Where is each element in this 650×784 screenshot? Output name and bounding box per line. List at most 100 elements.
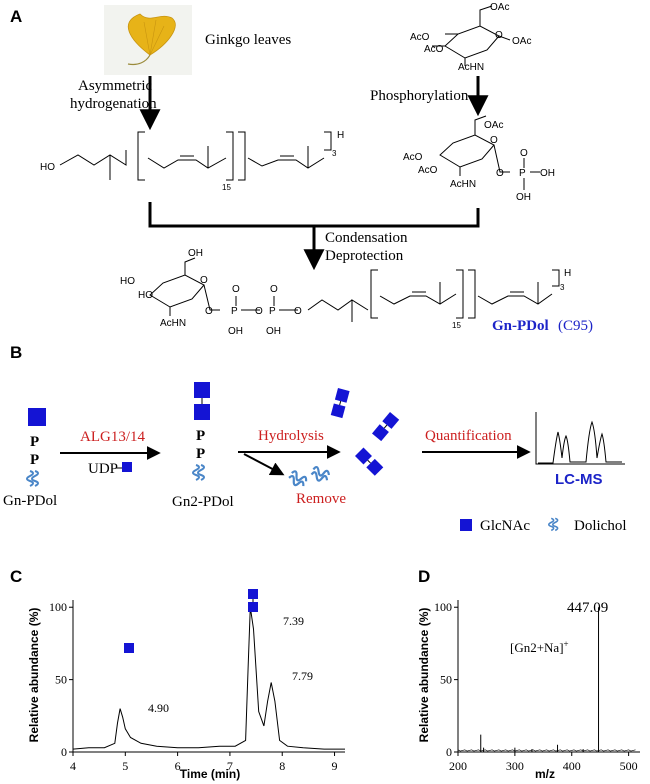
oac-6: OAc bbox=[484, 120, 503, 131]
c-ytick-label: 50 bbox=[55, 673, 67, 687]
udp-glcnac-square bbox=[122, 462, 132, 472]
c-xtick-label: 7 bbox=[227, 759, 233, 773]
d-ytick-label: 50 bbox=[440, 673, 452, 687]
legend-dolichol-label: Dolichol bbox=[574, 518, 627, 534]
oh-ch2: OH bbox=[188, 248, 203, 259]
ho-1: HO bbox=[120, 276, 135, 287]
oac-top: OAc bbox=[490, 2, 509, 13]
gn2-pdol-label: Gn2-PDol bbox=[172, 494, 234, 510]
deprotection-label: Deprotection bbox=[325, 248, 404, 264]
glcnac-square-2a bbox=[194, 382, 210, 398]
lcms-label: LC-MS bbox=[555, 471, 603, 488]
condensation-label: Condensation bbox=[325, 230, 408, 246]
achn-2: AcHN bbox=[450, 179, 476, 190]
quantification-label: Quantification bbox=[425, 428, 512, 444]
remove-label: Remove bbox=[296, 491, 346, 507]
legend-glcnac-swatch bbox=[460, 519, 472, 531]
sub-15: 15 bbox=[222, 183, 231, 192]
merge-bracket bbox=[148, 202, 480, 228]
c-gn2-marker bbox=[248, 589, 258, 612]
c-glcnac-marker bbox=[124, 643, 134, 653]
glcnac-square-2b bbox=[194, 404, 210, 420]
chromatogram-chart: 4 5 6 7 8 9 0 50 100 bbox=[49, 600, 345, 773]
legend-glcnac-label: GlcNAc bbox=[480, 518, 530, 534]
mini-chromatogram bbox=[535, 412, 625, 465]
panel-b-label: B bbox=[10, 343, 22, 362]
dolichol-icon-1 bbox=[26, 470, 39, 487]
legend-dolichol-icon bbox=[548, 517, 559, 532]
o-link-3: O bbox=[294, 306, 302, 317]
h-label: H bbox=[337, 130, 344, 141]
c-xlabel: Time (min) bbox=[180, 767, 240, 781]
o-link-2: O bbox=[205, 306, 213, 317]
p-3b: P bbox=[196, 428, 205, 444]
oac-anomer: OAc bbox=[512, 36, 531, 47]
c-peak3-label: 7.79 bbox=[292, 669, 313, 683]
glcnac-phosphate-structure bbox=[439, 115, 540, 190]
achn-3: AcHN bbox=[160, 318, 186, 329]
c-peak2-label: 7.39 bbox=[283, 614, 304, 628]
c-xtick-label: 9 bbox=[332, 759, 338, 773]
aco-1: AcO bbox=[410, 32, 430, 43]
panel-c-label: C bbox=[10, 567, 22, 586]
ginkgo-leaf-image bbox=[104, 5, 192, 75]
p-1: P bbox=[231, 306, 238, 317]
aco-4: AcO bbox=[418, 165, 438, 176]
gn-pdol-name: Gn-PDol bbox=[492, 318, 549, 334]
c-xtick-label: 8 bbox=[279, 759, 285, 773]
dolichol-free-1 bbox=[286, 469, 309, 491]
c-xtick-label: 4 bbox=[70, 759, 76, 773]
c-ylabel: Relative abundance (%) bbox=[27, 608, 41, 743]
p-1b: P bbox=[30, 434, 39, 450]
oh-2: OH bbox=[516, 192, 531, 203]
c-ytick-label: 0 bbox=[61, 745, 67, 759]
c-trace-line bbox=[72, 607, 345, 750]
aco-3: AcO bbox=[403, 152, 423, 163]
d-baseline-noise bbox=[457, 749, 636, 752]
ginkgo-leaves-label: Ginkgo leaves bbox=[205, 32, 291, 48]
alg-label: ALG13/14 bbox=[80, 429, 145, 445]
o-p1: O bbox=[232, 284, 240, 295]
oh-p1: OH bbox=[228, 326, 243, 337]
achn-1: AcHN bbox=[458, 62, 484, 73]
oh-p2: OH bbox=[266, 326, 281, 337]
d-xtick-label: 200 bbox=[449, 759, 467, 773]
p-atom: P bbox=[519, 168, 526, 179]
arrow-remove bbox=[243, 453, 285, 476]
d-xtick-label: 500 bbox=[620, 759, 638, 773]
glcnac-peracetate-structure bbox=[432, 5, 511, 66]
d-ylabel: Relative abundance (%) bbox=[417, 608, 431, 743]
o-p2: O bbox=[270, 284, 278, 295]
ring-o-2: O bbox=[490, 135, 498, 146]
o-bridge: O bbox=[255, 306, 263, 317]
sub-3b: 3 bbox=[560, 283, 565, 292]
d-xtick-label: 300 bbox=[506, 759, 524, 773]
p-2b: P bbox=[30, 452, 39, 468]
dolichol-structure bbox=[59, 131, 332, 181]
o-top: O bbox=[520, 148, 528, 159]
gn-pdol-suffix: (C95) bbox=[558, 318, 593, 334]
d-ion-label: [Gn2+Na]+ bbox=[510, 639, 569, 655]
h-label-2: H bbox=[564, 268, 571, 279]
p-4b: P bbox=[196, 446, 205, 462]
gn-pdol-structure bbox=[149, 257, 560, 322]
hydrogenation-label: hydrogenation bbox=[70, 96, 157, 112]
sub-3: 3 bbox=[332, 149, 337, 158]
p-2: P bbox=[269, 306, 276, 317]
ho-2: HO bbox=[138, 290, 153, 301]
d-ytick-label: 0 bbox=[446, 745, 452, 759]
dolichol-free-2 bbox=[309, 465, 332, 485]
d-xlabel: m/z bbox=[535, 767, 555, 781]
ho-label: HO bbox=[40, 162, 55, 173]
c-xtick-label: 6 bbox=[175, 759, 181, 773]
panel-a-label: A bbox=[10, 7, 22, 26]
ring-o-1: O bbox=[495, 30, 503, 41]
c-xtick-label: 5 bbox=[122, 759, 128, 773]
panel-d-label: D bbox=[418, 567, 430, 586]
udp-label: UDP bbox=[88, 461, 118, 477]
o-link: O bbox=[496, 168, 504, 179]
released-disaccharides bbox=[330, 388, 400, 476]
c-ytick-label: 100 bbox=[49, 600, 67, 614]
sub-15b: 15 bbox=[452, 321, 461, 330]
